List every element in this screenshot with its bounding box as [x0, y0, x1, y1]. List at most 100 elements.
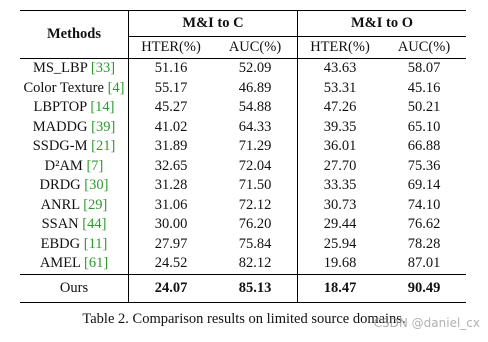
citation-link[interactable]: [61] [84, 255, 109, 272]
method-name: MADDG [39] [20, 117, 129, 137]
table-cell: 29.44 [323, 216, 357, 233]
table-row: SSDG-M [21] 31.89 71.29 36.01 66.88 [20, 137, 466, 157]
citation-link[interactable]: [29] [83, 196, 108, 213]
table-cell: 58.07 [407, 60, 441, 77]
method-name: Ours [20, 273, 129, 303]
citation-link[interactable]: [33] [90, 60, 116, 77]
table-cell: 65.10 [407, 118, 441, 135]
group-header-c: M&I to C [128, 10, 298, 37]
table-cell: 31.28 [154, 177, 188, 194]
method-name: AMEL [61] [20, 254, 129, 274]
table-cell: 74.10 [407, 196, 441, 213]
table-cell: 30.73 [323, 196, 357, 213]
table-cell: 75.84 [213, 234, 298, 254]
metric-header: HTER(%) [297, 36, 382, 59]
table-cell: 18.47 [297, 273, 382, 303]
method-name: D²AM [7] [20, 156, 129, 176]
table-cell: 53.31 [323, 79, 357, 96]
method-label: SSAN [41, 216, 79, 233]
table-cell: 30.00 [154, 216, 188, 233]
method-name: EBDG [11] [20, 234, 129, 254]
table-cell: 76.20 [213, 215, 298, 235]
table-row: MS_LBP [33] 51.16 52.09 43.63 58.07 [20, 58, 466, 79]
method-label: D²AM [44, 157, 83, 174]
citation-link[interactable]: [39] [91, 118, 116, 135]
citation-link[interactable]: [21] [91, 138, 116, 155]
results-table: Methods M&I to C M&I to O HTER(%) AUC(%)… [20, 10, 466, 303]
table-cell: 25.94 [323, 235, 357, 252]
table-cell: 45.27 [154, 99, 188, 116]
table-cell: 47.26 [323, 99, 357, 116]
method-label: MS_LBP [32, 60, 88, 77]
table-cell: 82.12 [213, 254, 298, 274]
method-name: LBPTOP [14] [20, 98, 129, 118]
method-label: SSDG-M [32, 138, 88, 155]
table-cell: 19.68 [323, 255, 357, 272]
method-name: MS_LBP [33] [20, 58, 129, 79]
table-cell: 43.63 [323, 60, 357, 77]
table-cell: 52.09 [213, 58, 298, 79]
table-caption: Table 2. Comparison results on limited s… [82, 311, 406, 327]
citation-link[interactable]: [14] [90, 99, 115, 116]
table-row: SSAN [44] 30.00 76.20 29.44 76.62 [20, 215, 466, 235]
table-cell: 64.33 [213, 117, 298, 137]
table-row: AMEL [61] 24.52 82.12 19.68 87.01 [20, 254, 466, 274]
method-label: EBDG [40, 235, 81, 252]
table-cell: 78.28 [407, 235, 441, 252]
citation-link[interactable]: [7] [86, 157, 104, 174]
table-row: DRDG [30] 31.28 71.50 33.35 69.14 [20, 176, 466, 196]
method-name: SSDG-M [21] [20, 137, 129, 157]
citation-link[interactable]: [4] [107, 79, 125, 96]
table-cell: 27.97 [154, 235, 188, 252]
table-cell: 50.21 [407, 99, 441, 116]
method-name: Color Texture [4] [20, 78, 129, 98]
table-cell: 41.02 [154, 118, 188, 135]
table-cell: 27.70 [323, 157, 357, 174]
table-row-ours: Ours 24.07 85.13 18.47 90.49 [20, 273, 466, 303]
metric-header: AUC(%) [382, 36, 466, 59]
table-cell: 55.17 [154, 79, 188, 96]
table-cell: 39.35 [323, 118, 357, 135]
method-label: DRDG [39, 177, 81, 194]
table-cell: 36.01 [323, 138, 357, 155]
method-label: LBPTOP [33, 99, 87, 116]
method-label: MADDG [32, 118, 88, 135]
methods-header: Methods [20, 10, 129, 59]
table-cell: 71.29 [213, 137, 298, 157]
method-label: Color Texture [23, 79, 104, 96]
citation-link[interactable]: [30] [84, 177, 109, 194]
table-cell: 46.89 [213, 78, 298, 98]
table-cell: 72.04 [213, 156, 298, 176]
citation-link[interactable]: [11] [83, 235, 108, 252]
table-cell: 32.65 [154, 157, 188, 174]
table-cell: 31.89 [154, 138, 188, 155]
table-cell: 72.12 [213, 195, 298, 215]
citation-link[interactable]: [44] [82, 216, 107, 233]
method-name: DRDG [30] [20, 176, 129, 196]
table-row: ANRL [29] 31.06 72.12 30.73 74.10 [20, 195, 466, 215]
table-cell: 31.06 [154, 196, 188, 213]
watermark: CSDN @daniel_cx [373, 316, 480, 330]
table-cell: 85.13 [213, 273, 298, 303]
table-cell: 69.14 [407, 177, 441, 194]
method-name: SSAN [44] [20, 215, 129, 235]
method-label: AMEL [39, 255, 81, 272]
table-cell: 71.50 [213, 176, 298, 196]
table-row: LBPTOP [14] 45.27 54.88 47.26 50.21 [20, 98, 466, 118]
table-cell: 33.35 [323, 177, 357, 194]
group-header-o: M&I to O [297, 10, 466, 37]
table-cell: 90.49 [382, 273, 466, 303]
table-row: MADDG [39] 41.02 64.33 39.35 65.10 [20, 117, 466, 137]
table-cell: 54.88 [213, 98, 298, 118]
table-cell: 87.01 [407, 255, 441, 272]
method-label: ANRL [40, 196, 80, 213]
table-cell: 24.52 [154, 255, 188, 272]
table-row: EBDG [11] 27.97 75.84 25.94 78.28 [20, 234, 466, 254]
table-cell: 24.07 [128, 273, 213, 303]
table-cell: 51.16 [154, 60, 188, 77]
table-cell: 76.62 [407, 216, 441, 233]
table-cell: 66.88 [407, 138, 441, 155]
